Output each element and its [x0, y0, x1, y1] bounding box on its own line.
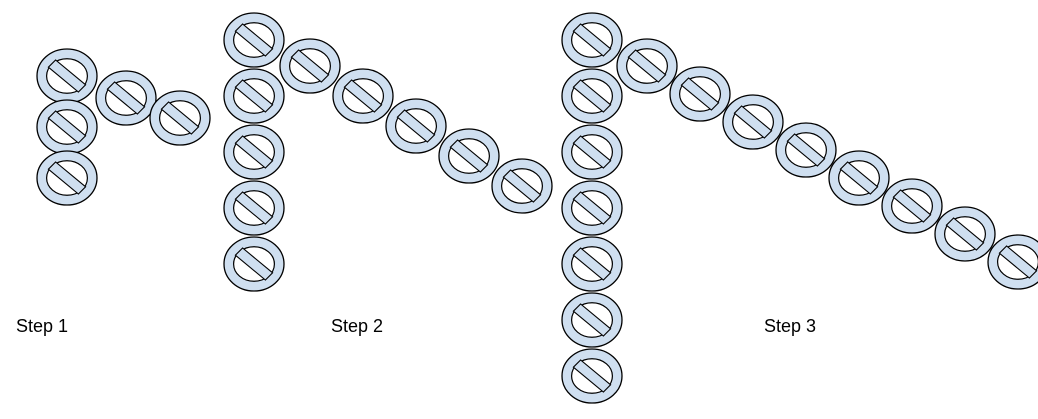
- step-3-group: [561, 12, 1038, 404]
- step-1-diagonal-token-2: [149, 90, 211, 146]
- step-3-diagonal-token-3: [722, 94, 784, 150]
- step-2-diagonal-token-1: [279, 38, 341, 94]
- step-2-diagonal-token-4: [438, 128, 500, 184]
- step-3-column-token-3: [561, 124, 623, 180]
- step-3-column-token-4: [561, 180, 623, 236]
- step-3-diagonal-token-7: [934, 206, 996, 262]
- step-1-diagonal-token-1: [95, 70, 157, 126]
- step-2-group: [223, 12, 553, 292]
- step-2-column-token-1: [223, 12, 285, 68]
- step-3-diagonal-token-1: [616, 38, 678, 94]
- step-1-column-token-2: [36, 99, 98, 155]
- step-3-diagonal-token-8: [987, 234, 1038, 290]
- step-1-column-token-3: [36, 150, 98, 206]
- step-2-diagonal-token-3: [385, 98, 447, 154]
- step-1-group: [36, 48, 211, 206]
- step-3-column-token-1: [561, 12, 623, 68]
- step-1-column-token-1: [36, 48, 98, 104]
- step-2-diagonal-token-2: [332, 68, 394, 124]
- step-3-diagonal-token-2: [669, 66, 731, 122]
- step-3-column-token-6: [561, 292, 623, 348]
- step-3-label: Step 3: [764, 316, 817, 336]
- step-2-label: Step 2: [331, 316, 384, 336]
- step-3-diagonal-token-6: [881, 178, 943, 234]
- step-3-column-token-2: [561, 68, 623, 124]
- step-2-column-token-3: [223, 124, 285, 180]
- step-3-column-token-7: [561, 348, 623, 404]
- step-1-label: Step 1: [16, 316, 69, 336]
- step-3-diagonal-token-4: [775, 122, 837, 178]
- step-3-column-token-5: [561, 236, 623, 292]
- step-2-column-token-2: [223, 68, 285, 124]
- step-2-column-token-5: [223, 236, 285, 292]
- step-3-diagonal-token-5: [828, 150, 890, 206]
- step-2-column-token-4: [223, 180, 285, 236]
- step-2-diagonal-token-5: [491, 158, 553, 214]
